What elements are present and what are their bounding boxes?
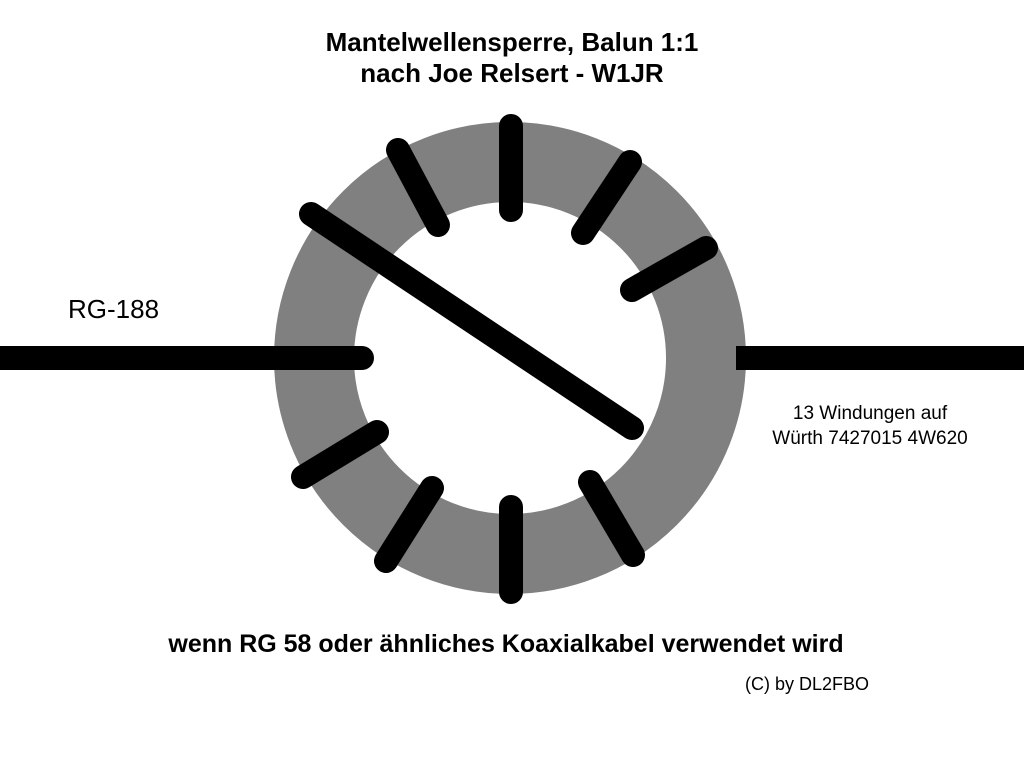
usage-note: wenn RG 58 oder ähnliches Koaxialkabel v… [168,630,844,658]
cable-label: RG-188 [68,294,160,324]
winding-note-line-1: 13 Windungen auf [792,403,948,424]
title-line-2: nach Joe Relsert - W1JR [360,58,664,88]
winding-turn [571,150,642,245]
winding-turn [374,476,444,573]
winding-note-line-2: Würth 7427015 4W620 [772,428,968,449]
winding-turn [620,236,718,302]
winding-turn [386,138,450,237]
title-line-1: Mantelwellensperre, Balun 1:1 [325,27,699,57]
winding-turn [578,470,645,567]
winding-turns [291,114,718,604]
copyright-note: (C) by DL2FBO [745,674,870,694]
output-cable-right [736,346,1024,370]
crossover-winding [299,202,644,440]
winding-turn [291,420,389,489]
winding-note: 13 Windungen auf Würth 7427015 4W620 [742,401,998,451]
input-cable-left-end [0,346,20,370]
